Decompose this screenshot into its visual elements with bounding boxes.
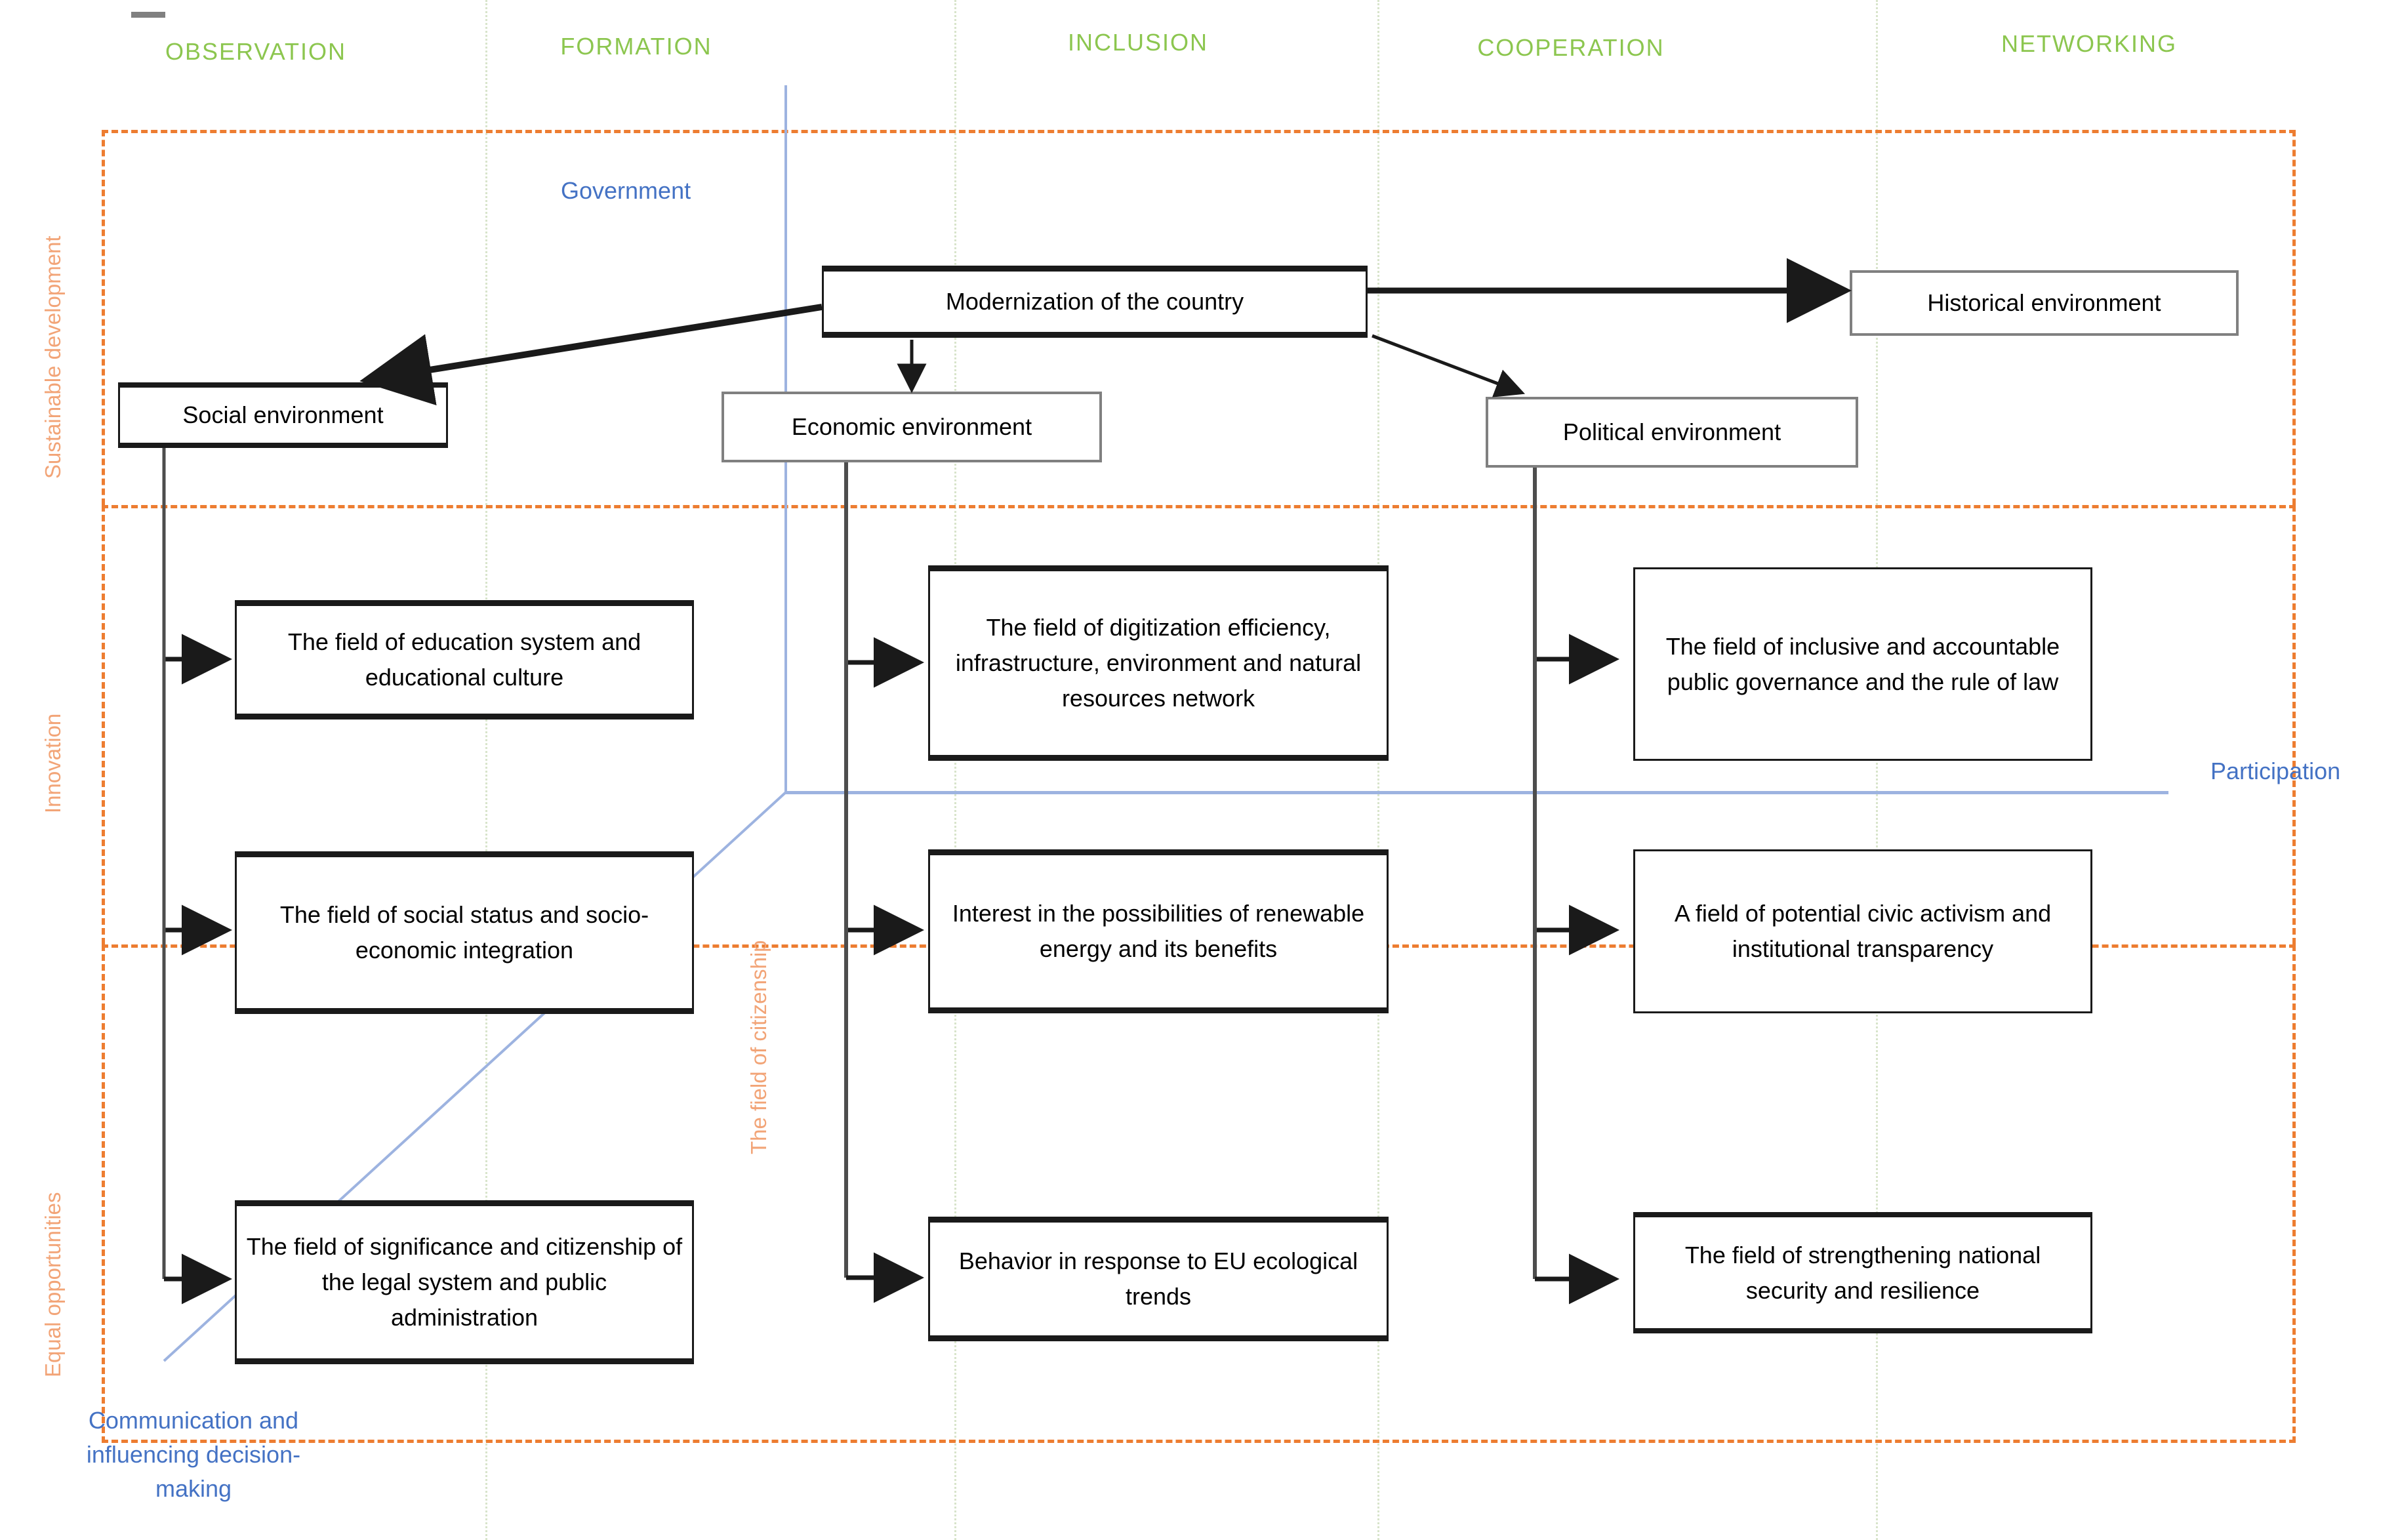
label-participation: Participation — [2210, 758, 2341, 784]
column-separator-2 — [954, 0, 956, 1540]
field-box-eu-ecological-trends[interactable]: Behavior in response to EU ecological tr… — [928, 1217, 1389, 1341]
band-sustainable-development — [102, 130, 2296, 505]
box-economic-environment[interactable]: Economic environment — [722, 392, 1102, 462]
band-equal-opportunities — [102, 944, 2296, 1443]
field-box-significance-legal-system[interactable]: The field of significance and citizenshi… — [235, 1200, 694, 1364]
row-label-sustainable-development: Sustainable development — [41, 235, 65, 479]
field-box-social-status[interactable]: The field of social status and socio-eco… — [235, 851, 694, 1014]
field-box-national-security[interactable]: The field of strengthening national secu… — [1633, 1212, 2092, 1333]
label-field-of-citizenship: The field of citizenship — [746, 940, 771, 1154]
field-box-inclusive-governance[interactable]: The field of inclusive and accountable p… — [1633, 567, 2092, 761]
column-header-cooperation: COOPERATION — [1477, 34, 1665, 61]
column-header-networking: NETWORKING — [2001, 30, 2177, 57]
row-label-equal-opportunities: Equal opportunities — [41, 1192, 65, 1377]
band-innovation — [102, 505, 2296, 944]
box-political-environment[interactable]: Political environment — [1486, 397, 1858, 468]
field-box-digitization-efficiency[interactable]: The field of digitization efficiency, in… — [928, 565, 1389, 761]
box-historical-environment[interactable]: Historical environment — [1850, 270, 2239, 336]
field-box-renewable-energy[interactable]: Interest in the possibilities of renewab… — [928, 849, 1389, 1013]
label-communication-decision-making: Communication and influencing decision-m… — [86, 1407, 301, 1503]
column-header-observation: OBSERVATION — [165, 38, 347, 65]
box-social-environment[interactable]: Social environment — [118, 382, 448, 448]
column-separator-1 — [485, 0, 487, 1540]
column-header-formation: FORMATION — [560, 33, 712, 60]
row-label-innovation: Innovation — [41, 713, 65, 813]
column-separator-3 — [1377, 0, 1379, 1540]
top-left-tick-icon — [131, 12, 165, 18]
box-modernization-of-the-country[interactable]: Modernization of the country — [822, 266, 1368, 338]
column-header-inclusion: INCLUSION — [1067, 29, 1209, 56]
field-box-education-system[interactable]: The field of education system and educat… — [235, 600, 694, 719]
column-separator-4 — [1876, 0, 1878, 1540]
field-box-civic-activism[interactable]: A field of potential civic activism and … — [1633, 849, 2092, 1013]
participation-axis-line — [784, 791, 2168, 794]
label-government: Government — [561, 177, 691, 204]
